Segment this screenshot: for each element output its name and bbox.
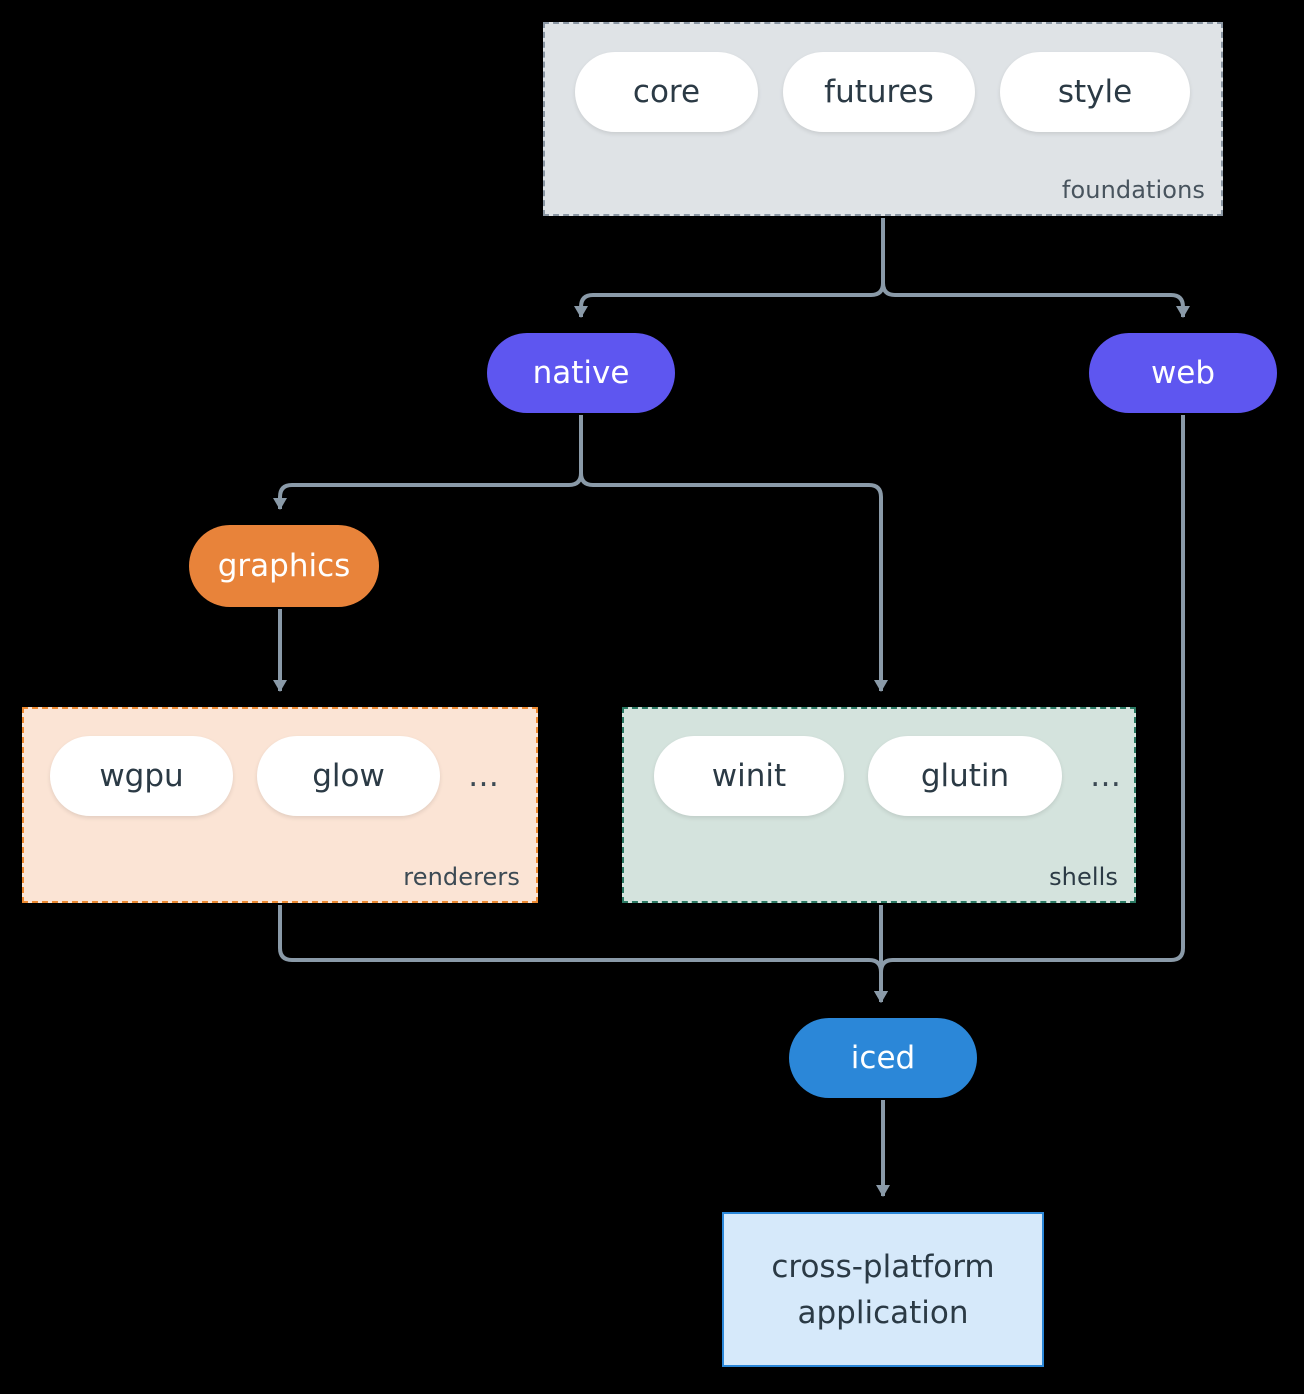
node-core[interactable]: core — [575, 52, 758, 132]
shells-items: winit glutin … — [654, 736, 1122, 816]
renderers-items: wgpu glow … — [50, 736, 500, 816]
foundations-items: core futures style — [575, 52, 1190, 132]
group-foundations: core futures style foundations — [543, 22, 1223, 216]
node-style[interactable]: style — [1000, 52, 1190, 132]
group-shells: winit glutin … shells — [622, 707, 1136, 903]
renderers-overflow-ellipsis: … — [468, 758, 500, 794]
output-line-2: application — [797, 1294, 969, 1331]
edge-foundations-native — [574, 218, 885, 318]
edge-native-graphics — [273, 415, 583, 510]
node-graphics[interactable]: graphics — [189, 525, 379, 607]
edge-native-shells — [579, 415, 888, 692]
output-line-1: cross-platform — [771, 1248, 995, 1285]
edge-foundations-web — [881, 218, 1190, 318]
node-winit[interactable]: winit — [654, 736, 844, 816]
group-label-renderers: renderers — [403, 863, 520, 891]
group-renderers: wgpu glow … renderers — [22, 707, 538, 903]
node-glow[interactable]: glow — [257, 736, 440, 816]
node-cross-platform-application[interactable]: cross-platform application — [722, 1212, 1044, 1367]
node-futures[interactable]: futures — [783, 52, 975, 132]
node-glutin[interactable]: glutin — [868, 736, 1062, 816]
shells-overflow-ellipsis: … — [1090, 758, 1122, 794]
node-native[interactable]: native — [487, 333, 675, 413]
node-web[interactable]: web — [1089, 333, 1277, 413]
node-iced[interactable]: iced — [789, 1018, 977, 1098]
group-label-foundations: foundations — [1061, 176, 1205, 204]
edge-renderers-iced — [278, 905, 888, 1003]
node-wgpu[interactable]: wgpu — [50, 736, 233, 816]
group-label-shells: shells — [1049, 863, 1118, 891]
